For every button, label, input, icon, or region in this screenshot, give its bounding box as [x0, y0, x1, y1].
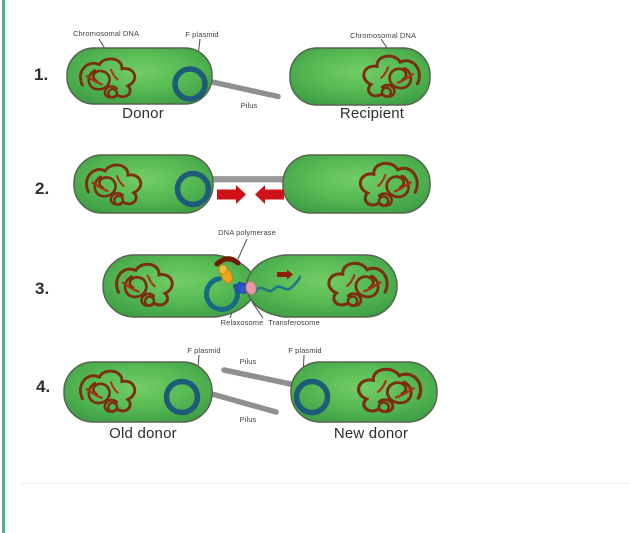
pilus-bridge: [212, 176, 284, 183]
f-plasmid-label-new-donor: F plasmid: [288, 346, 322, 355]
bottom-divider: [20, 483, 630, 484]
f-plasmid-ring: [172, 66, 208, 102]
step-4-art: [63, 354, 438, 423]
donor-label: Donor: [122, 105, 164, 122]
chromosomal-dna-label-recipient: Chromosomal DNA: [349, 31, 417, 40]
dna-polymerase-arc: [214, 256, 241, 267]
step-2-art: [73, 154, 431, 214]
pilus-label: Pilus: [240, 101, 258, 110]
f-plasmid-label: F plasmid: [185, 30, 219, 39]
step-1-art: [66, 38, 431, 106]
new-donor-cell: [290, 361, 438, 423]
f-plasmid-ring-new: [293, 378, 331, 416]
f-plasmid-label-old-donor: F plasmid: [187, 346, 221, 355]
old-donor-cell: [63, 361, 213, 423]
step-2-number: 2.: [35, 179, 50, 198]
left-arrow: [255, 185, 284, 204]
f-plasmid-ring-old: [163, 378, 201, 416]
transfer-direction-arrow: [277, 269, 293, 280]
polymerase-blob-small: [218, 264, 228, 275]
open-f-plasmid-ring: [204, 276, 240, 312]
chromosomal-dna-label-donor: Chromosomal DNA: [72, 29, 140, 38]
fused-recipient-cell: [245, 254, 398, 318]
pilus-label-lower: Pilus: [239, 415, 257, 424]
leader-dna-polymerase: [237, 238, 248, 260]
dna-polymerase-label: DNA polymerase: [218, 228, 276, 237]
old-donor-label: Old donor: [109, 425, 177, 442]
leader-transferosome: [251, 301, 264, 319]
pilus-label-upper: Pilus: [239, 357, 257, 366]
transfer-strand: [254, 275, 302, 293]
right-arrow: [217, 185, 246, 204]
step-3-number: 3.: [35, 279, 50, 298]
recipient-label: Recipient: [339, 105, 405, 122]
left-accent-line: [2, 0, 5, 533]
f-plasmid-ring: [174, 170, 212, 208]
pilus-rod-lower: [209, 391, 279, 415]
transferosome-label: Transferosome: [268, 318, 320, 327]
step-1-number: 1.: [34, 65, 49, 84]
step-4-number: 4.: [36, 377, 51, 396]
new-donor-label: New donor: [333, 425, 409, 442]
recipient-cell: [282, 154, 431, 214]
pilus-rod: [207, 78, 281, 100]
pilus-rod-upper: [221, 367, 296, 388]
transferosome-blob: [245, 281, 257, 295]
step-3-art: [102, 238, 398, 319]
relaxosome-label: Relaxosome: [220, 318, 264, 327]
